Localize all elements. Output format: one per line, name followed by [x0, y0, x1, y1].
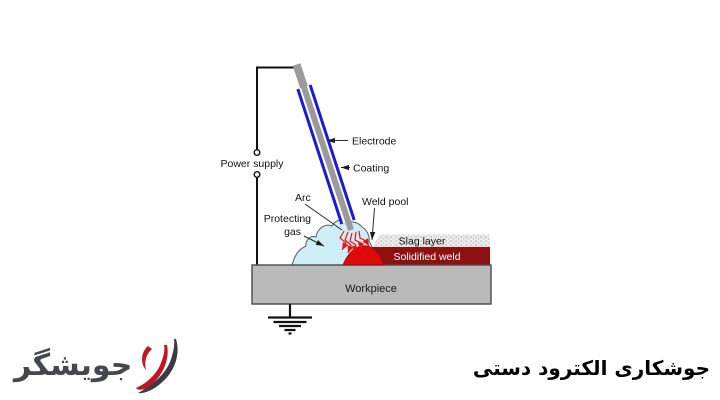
slag-layer-label: Slag layer [399, 236, 446, 248]
power-supply-terminal-top [253, 148, 261, 156]
workpiece-label: Workpiece [345, 283, 397, 295]
protecting-gas-pointer-arrow [303, 235, 325, 247]
caption-text: جوشکاری الکترود دستی [472, 356, 710, 380]
logo-text: جویشگر [14, 348, 133, 383]
solidified-weld-band [372, 247, 490, 265]
arc-spark-arrow [358, 230, 370, 247]
arc-spark-arrow [344, 231, 354, 254]
arc-spark-arrow [354, 231, 365, 251]
weld-pool-label: Weld pool [362, 196, 409, 208]
power-supply-label: Power supply [220, 158, 284, 170]
electrode-label: Electrode [352, 136, 397, 148]
solidified-weld-label: Solidified weld [393, 251, 460, 263]
weld-pool-pointer-arrow [369, 207, 376, 241]
slag-layer-band [372, 234, 490, 247]
electrode-core [294, 65, 354, 231]
logo: جویشگر [14, 334, 184, 398]
power-supply-wire-top [256, 66, 296, 150]
logo-flame-icon [136, 339, 178, 394]
coating-label: Coating [353, 163, 389, 175]
electrode-rod [292, 63, 356, 231]
arc-spark-arrow [339, 230, 349, 251]
arc-pointer-line [304, 203, 343, 231]
power-supply-terminal-bottom [253, 170, 261, 178]
protecting-gas-label-line2: gas [284, 226, 301, 238]
arc-spark-arrows [339, 230, 370, 254]
ground-icon [268, 304, 312, 335]
arc-spark-arrow [349, 232, 359, 254]
protecting-gas-label-line1: Protecting [264, 213, 311, 225]
arc-label: Arc [295, 192, 311, 204]
workpiece-rect [251, 264, 492, 305]
